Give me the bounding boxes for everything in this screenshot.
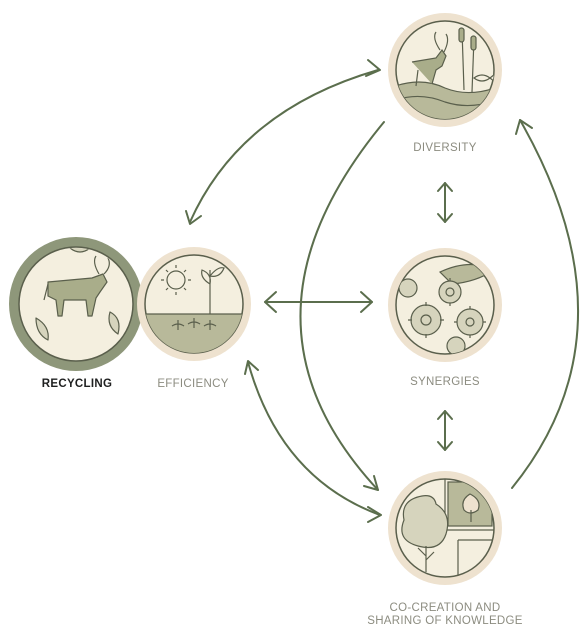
arrowhead-cocreation-up	[437, 441, 453, 451]
node-cocreation	[388, 471, 502, 585]
node-diversity	[388, 13, 502, 127]
node-efficiency	[137, 247, 251, 361]
arrow-diversity-cocreation	[299, 121, 385, 491]
arrow-efficiency-cocreation	[247, 361, 381, 516]
arrowhead-diversity	[365, 59, 381, 77]
label-cocreation-line1: CO-CREATION AND	[389, 602, 501, 614]
arrowhead-synergies-down	[437, 410, 453, 420]
arrowhead-efficiency-top	[185, 210, 202, 225]
arrowhead-diversity-down	[437, 182, 453, 192]
arrowhead-cocreation-upper	[363, 475, 379, 491]
node-recycling	[9, 237, 143, 371]
arrowhead-efficiency-bottom	[244, 360, 259, 375]
label-cocreation: CO-CREATION AND SHARING OF KNOWLEDGE	[345, 602, 545, 628]
label-synergies: SYNERGIES	[410, 376, 480, 388]
arrowhead-synergies-up	[437, 213, 453, 223]
label-cocreation-line2: SHARING OF KNOWLEDGE	[367, 615, 523, 627]
label-efficiency: EFFICIENCY	[157, 378, 229, 390]
cow-with-leaves-icon	[35, 248, 120, 341]
arrow-cocreation-diversity	[511, 119, 580, 489]
arrowhead-cocreation-left	[367, 506, 382, 523]
arrowhead-diversity-right	[515, 119, 533, 135]
arrows	[185, 59, 580, 523]
node-synergies	[388, 248, 502, 362]
arrow-diversity-efficiency	[189, 69, 379, 223]
arrowhead-efficiency-right	[264, 291, 277, 313]
label-recycling: RECYCLING	[41, 378, 113, 390]
label-diversity: DIVERSITY	[413, 142, 477, 154]
arrowhead-synergies-left	[360, 291, 373, 313]
